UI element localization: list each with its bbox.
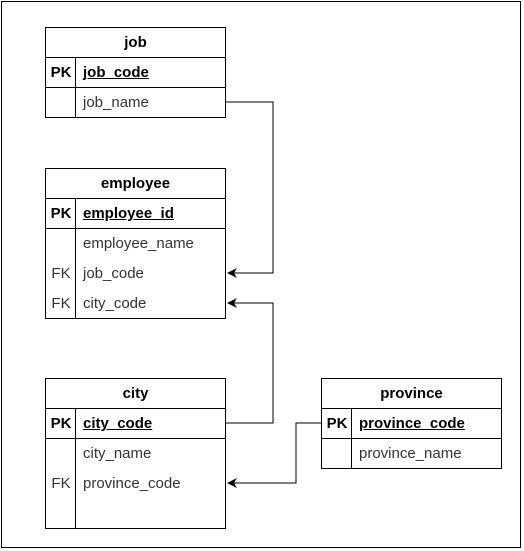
key-label: FK [51,265,71,282]
key-label: PK [326,415,348,432]
table-city[interactable]: city PK city_code city_name FK province_… [45,378,226,529]
field-name: city_name [83,445,152,462]
link-province-to-city[interactable] [227,422,321,488]
key-column-divider [75,409,76,528]
table-title: job [46,28,225,58]
field-name: province_code [359,415,465,432]
field-name: province_code [83,475,181,492]
table-row[interactable]: FK province_code [46,469,225,499]
field-name: employee_id [83,205,174,222]
key-label: FK [51,295,71,312]
table-row[interactable]: city_name [46,439,225,469]
table-province[interactable]: province PK province_code province_name [321,378,502,469]
key-label: FK [51,475,71,492]
field-name: job_name [83,94,149,111]
table-job[interactable]: job PK job_code job_name [45,27,226,118]
key-label: PK [50,205,72,222]
link-city-to-employee[interactable] [226,298,274,424]
link-job-to-employee[interactable] [226,101,274,278]
key-label: PK [50,64,72,81]
table-row[interactable]: PK city_code [46,409,225,439]
table-title: city [46,379,225,409]
table-title: province [322,379,501,409]
key-column-divider [75,199,76,318]
field-name: city_code [83,415,153,432]
table-row[interactable]: FK city_code [46,289,225,319]
table-row[interactable]: PK job_code [46,58,225,88]
key-label: PK [50,415,72,432]
table-row[interactable]: PK employee_id [46,199,225,229]
table-row[interactable]: province_name [322,439,501,469]
table-row[interactable]: job_name [46,88,225,118]
field-name: job_code [83,64,149,81]
field-name: province_name [359,445,462,462]
table-row[interactable]: PK province_code [322,409,501,439]
field-name: job_code [83,265,144,282]
table-employee[interactable]: employee PK employee_id employee_name FK… [45,168,226,319]
table-row[interactable]: employee_name [46,229,225,259]
field-name: city_code [83,295,147,312]
field-name: employee_name [83,235,194,252]
table-row[interactable]: FK job_code [46,259,225,289]
table-title: employee [46,169,225,199]
